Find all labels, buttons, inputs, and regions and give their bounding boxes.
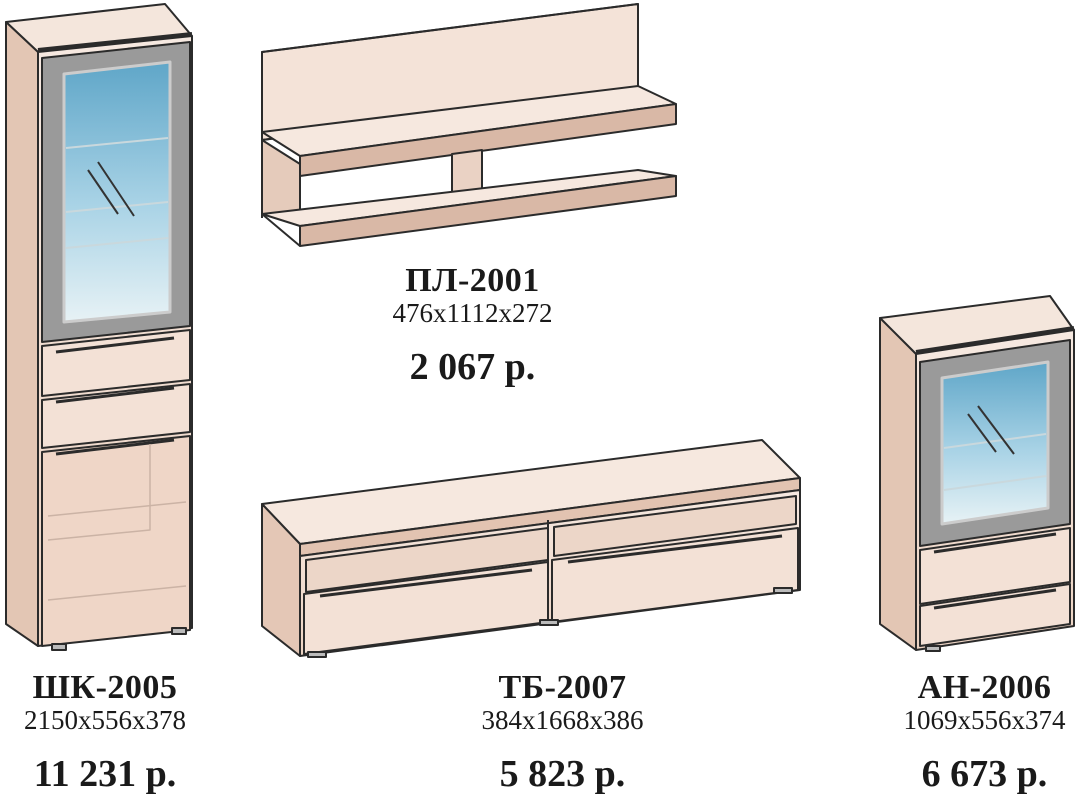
cabinet-shk-2005: [5, 3, 193, 651]
product-dimensions: 384x1668x386: [481, 705, 644, 735]
product-dimensions: 476x1112x272: [392, 298, 553, 328]
product-card-pl-2001: ПЛ-2001 476x1112x272 2 067 р.: [360, 262, 585, 388]
product-code: ШК-2005: [32, 669, 178, 706]
product-code: ТБ-2007: [498, 669, 627, 706]
product-price: 2 067 р.: [409, 346, 536, 388]
product-card-shk-2005: ШК-2005 2150x556x378 11 231 р.: [0, 669, 210, 795]
product-card-an-2006: АН-2006 1069x556x374 6 673 р.: [880, 669, 1089, 795]
product-dimensions: 2150x556x378: [24, 705, 186, 735]
product-price: 11 231 р.: [33, 753, 177, 795]
product-price: 6 673 р.: [921, 753, 1048, 795]
product-code: ПЛ-2001: [405, 262, 540, 299]
product-card-tb-2007: ТБ-2007 384x1668x386 5 823 р.: [450, 669, 675, 795]
product-price: 5 823 р.: [499, 753, 626, 795]
wall-shelf-pl-2001: [261, 3, 677, 247]
tv-stand-tb-2007: [261, 439, 801, 658]
product-code: АН-2006: [917, 669, 1052, 706]
cabinet-an-2006: [879, 295, 1075, 652]
product-dimensions: 1069x556x374: [903, 705, 1066, 735]
